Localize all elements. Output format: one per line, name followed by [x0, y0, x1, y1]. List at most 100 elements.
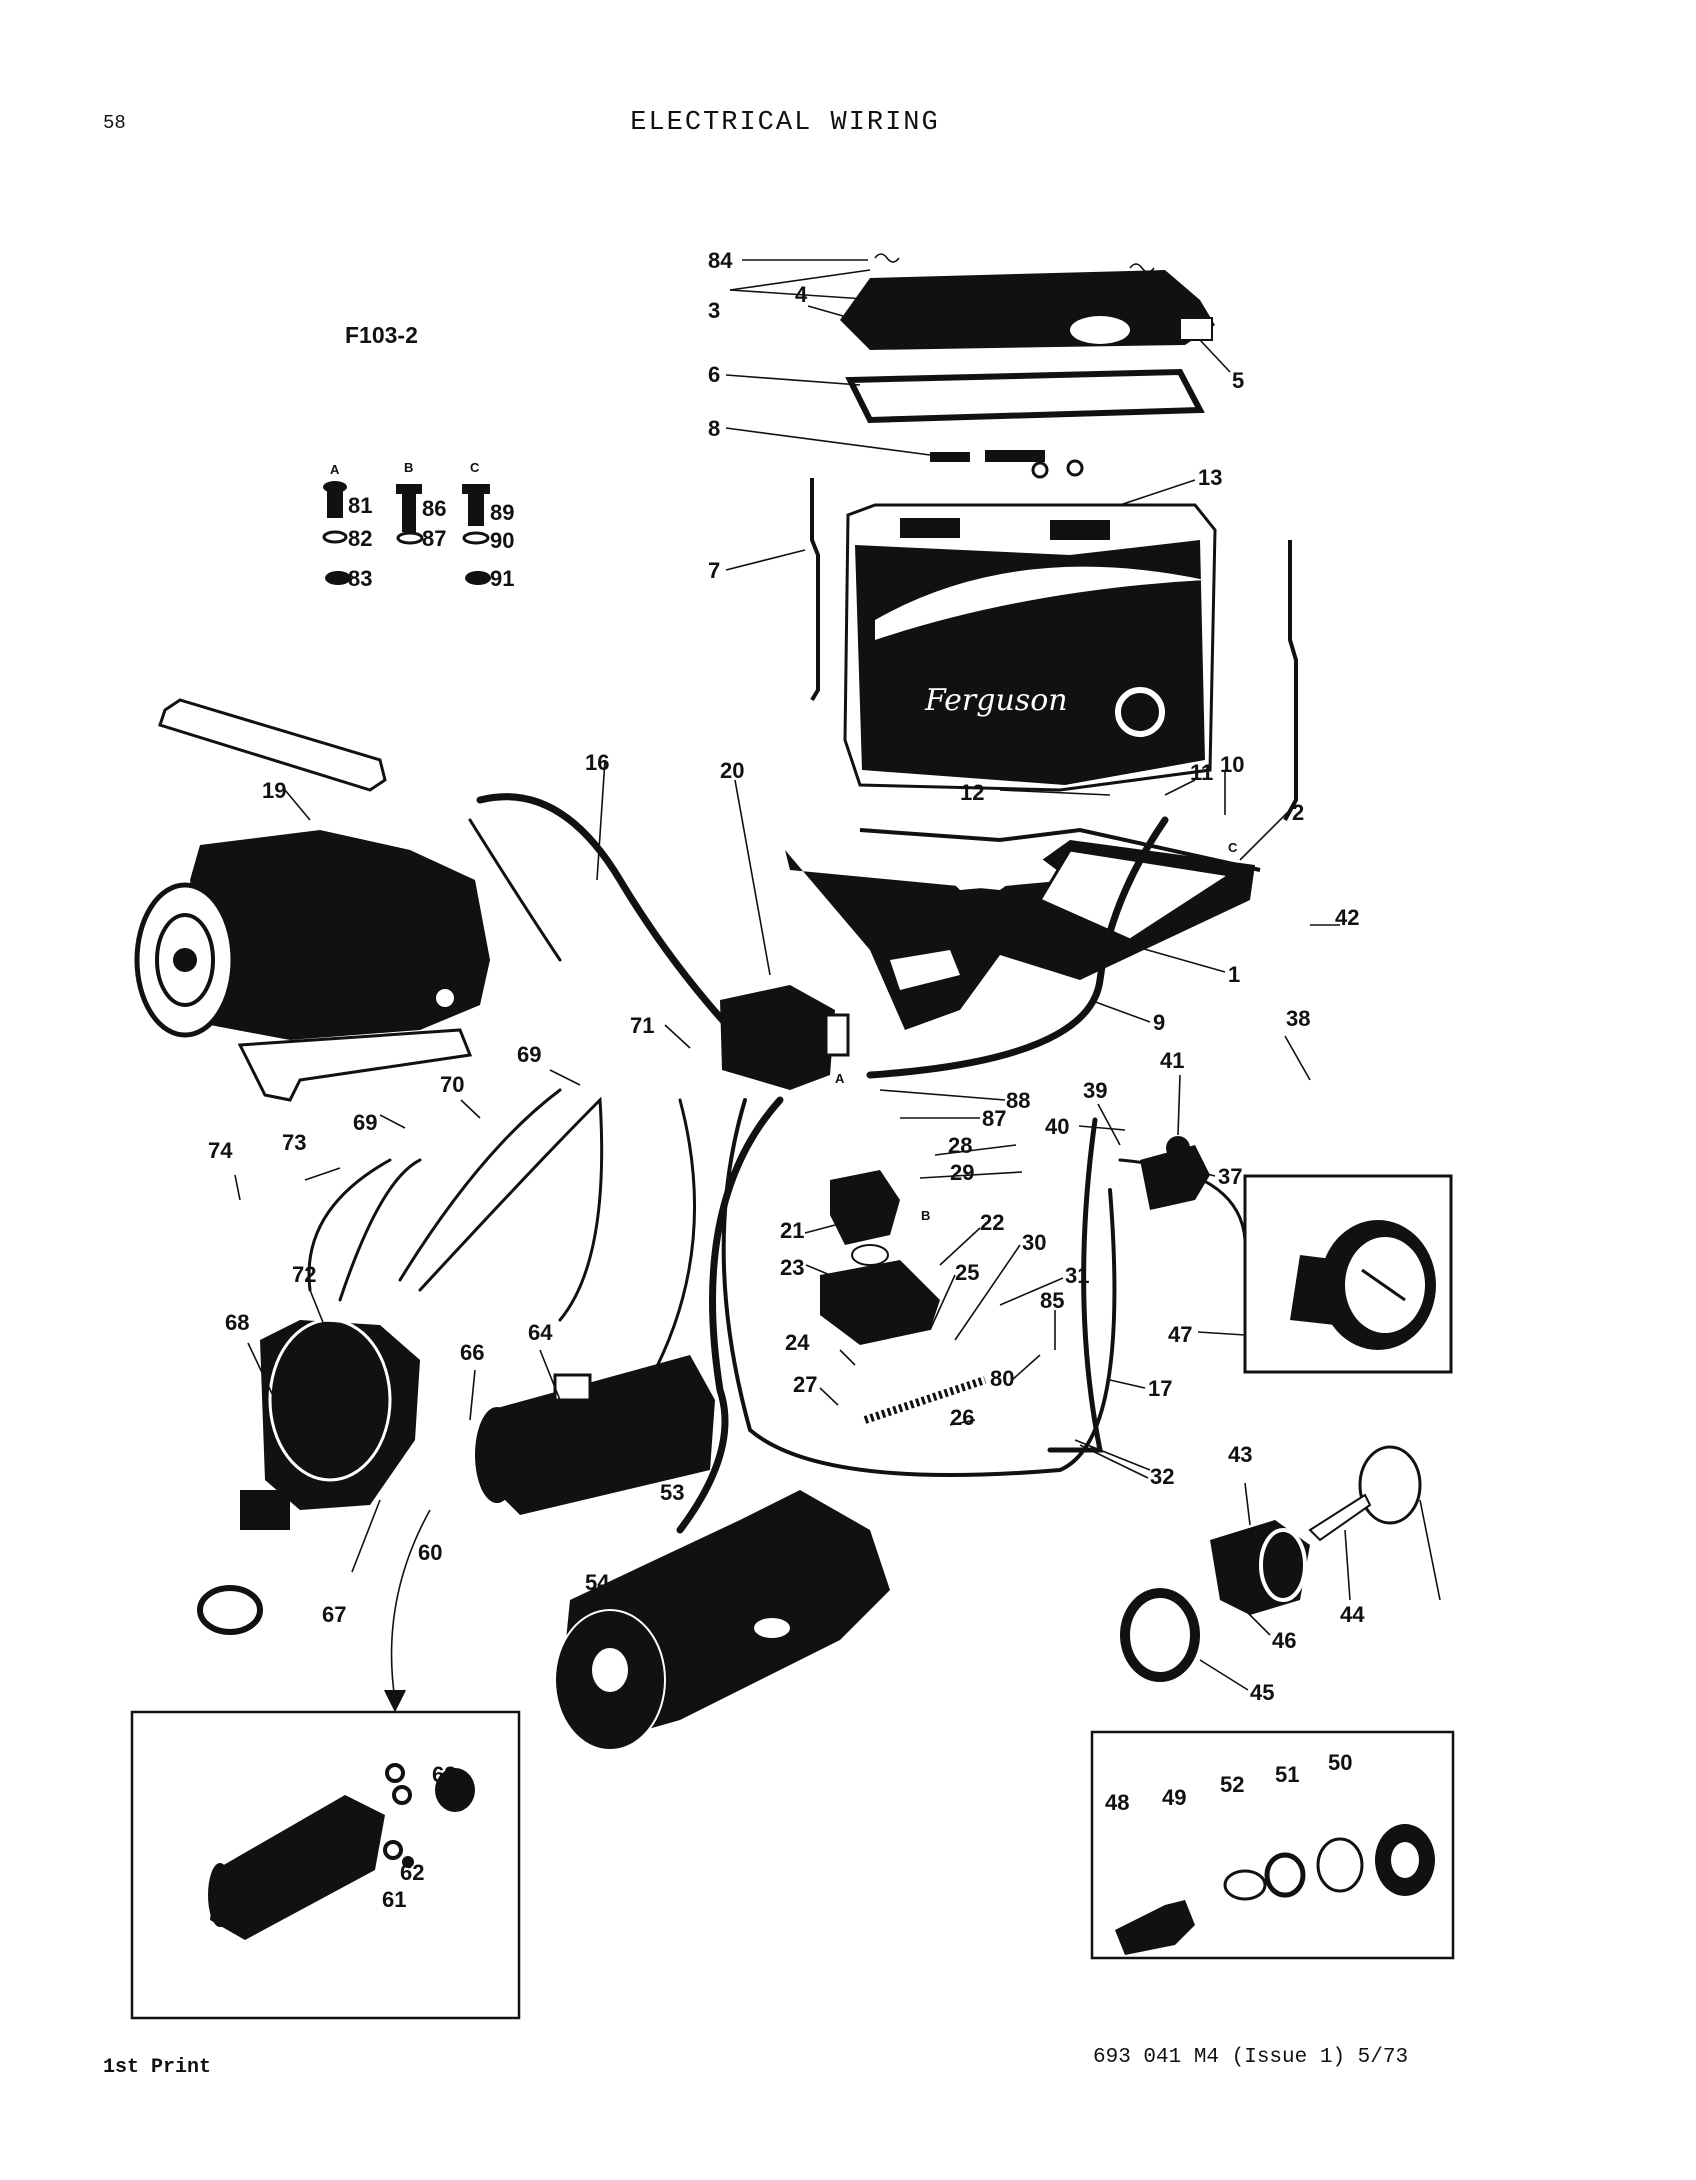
- callout-7: 7: [708, 558, 720, 583]
- callout-88: 88: [1006, 1088, 1030, 1113]
- callout-61: 61: [382, 1887, 406, 1912]
- callout-22: 22: [980, 1210, 1004, 1235]
- callout-83: 83: [348, 566, 372, 591]
- ammeter-inset-frame: [1243, 1174, 1453, 1374]
- callout-53: 53: [660, 1480, 684, 1505]
- wiring-harness: [307, 793, 1247, 1534]
- callout-48: 48: [1105, 1790, 1129, 1815]
- callout-72: 72: [292, 1262, 316, 1287]
- coil-inset-assembly: [208, 1763, 475, 1940]
- callout-84: 84: [708, 248, 733, 273]
- callout-73: 73: [282, 1130, 306, 1155]
- callout-4: 4: [795, 282, 808, 307]
- group-letter-b: B: [404, 460, 413, 475]
- cover-gasket: [845, 368, 1205, 424]
- lamp-inset-frame: [1090, 1730, 1455, 1960]
- callout-30: 30: [1022, 1230, 1046, 1255]
- callout-38: 38: [1286, 1006, 1310, 1031]
- distributor-gasket: [197, 1585, 263, 1635]
- callout-9: 9: [1153, 1010, 1165, 1035]
- callout-91: 91: [490, 566, 514, 591]
- ignition-key: [1308, 1445, 1441, 1601]
- callout-8: 8: [708, 416, 720, 441]
- battery: Ferguson: [843, 503, 1217, 792]
- inset-pointer: [390, 1509, 431, 1701]
- callout-17: 17: [1148, 1376, 1172, 1401]
- callout-44: 44: [1340, 1602, 1365, 1627]
- figure-code: F103-2: [345, 322, 418, 348]
- callout-25: 25: [955, 1260, 979, 1285]
- footer-print-note: 1st Print: [103, 2056, 212, 2079]
- group-letter-c: C: [470, 460, 480, 475]
- callout-5: 5: [1232, 368, 1244, 393]
- callout-32: 32: [1150, 1464, 1174, 1489]
- hold-down-rod: [810, 478, 820, 702]
- light-switch: [1140, 1136, 1210, 1210]
- cut-out: [720, 985, 850, 1090]
- callout-26: 26: [950, 1405, 974, 1430]
- callout-52: 52: [1220, 1772, 1244, 1797]
- callout-50: 50: [1328, 1750, 1352, 1775]
- callout-1: 1: [1228, 962, 1240, 987]
- callout-27: 27: [793, 1372, 817, 1397]
- callout-64: 64: [528, 1320, 553, 1345]
- inline-letter-c: C: [1228, 840, 1238, 855]
- callout-41: 41: [1160, 1048, 1184, 1073]
- generator-bracket: [237, 1028, 473, 1102]
- callout-10: 10: [1220, 752, 1244, 777]
- callout-46: 46: [1272, 1628, 1296, 1653]
- callout-16: 16: [585, 750, 609, 775]
- ignition-switch: [1210, 1520, 1310, 1615]
- callout-6: 6: [708, 362, 720, 387]
- callout-51: 51: [1275, 1762, 1299, 1787]
- callout-20: 20: [720, 758, 744, 783]
- hardware-group-a: [322, 481, 351, 585]
- callout-62: 62: [400, 1860, 424, 1885]
- hardware-group-b: [396, 484, 424, 545]
- callout-82: 82: [348, 526, 372, 551]
- starter-switch: [820, 1170, 940, 1345]
- callout-60: 60: [418, 1540, 442, 1565]
- callout-85: 85: [1040, 1288, 1064, 1313]
- callout-47: 47: [1168, 1322, 1192, 1347]
- callout-28: 28: [948, 1133, 972, 1158]
- callout-45: 45: [1250, 1680, 1274, 1705]
- callout-86: 86: [422, 496, 446, 521]
- hold-down-rod-right: [1283, 540, 1298, 821]
- inline-letter-a: A: [835, 1071, 845, 1086]
- callout-21: 21: [780, 1218, 804, 1243]
- group-letter-a: A: [330, 462, 340, 477]
- callout-63: 63: [432, 1762, 456, 1787]
- inline-letter-b: B: [921, 1208, 930, 1223]
- callout-13: 13: [1198, 465, 1222, 490]
- callout-87-hw: 87: [422, 526, 446, 551]
- callout-70: 70: [440, 1072, 464, 1097]
- callout-71: 71: [630, 1013, 654, 1038]
- callout-42: 42: [1335, 905, 1359, 930]
- callout-54: 54: [585, 1570, 610, 1595]
- distributor: [240, 1318, 420, 1530]
- hardware-group-c: [462, 484, 491, 585]
- callout-68: 68: [225, 1310, 249, 1335]
- wing-nut: [1129, 263, 1155, 273]
- callout-23: 23: [780, 1255, 804, 1280]
- callout-81: 81: [348, 493, 372, 518]
- callout-90: 90: [490, 528, 514, 553]
- callout-67: 67: [322, 1602, 346, 1627]
- callout-labels: 84 3 4 5 6 8 13 7 10 11 12 2 1 9 16 20 1…: [208, 248, 1365, 1912]
- ammeter: [1290, 1220, 1436, 1350]
- page-title: ELECTRICAL WIRING: [630, 108, 940, 138]
- callout-69: 69: [353, 1110, 377, 1135]
- callout-69b: 69: [517, 1042, 541, 1067]
- generator: [134, 830, 490, 1040]
- footer-part-number: 693 041 M4 (Issue 1) 5/73: [1093, 2046, 1409, 2069]
- callout-2: 2: [1292, 800, 1304, 825]
- callout-24: 24: [785, 1330, 810, 1355]
- coil-inset-frame: [130, 1710, 521, 2020]
- callout-89: 89: [490, 500, 514, 525]
- callout-74: 74: [208, 1138, 233, 1163]
- callout-12: 12: [960, 780, 984, 805]
- callout-87: 87: [982, 1106, 1006, 1131]
- callout-40: 40: [1045, 1114, 1069, 1139]
